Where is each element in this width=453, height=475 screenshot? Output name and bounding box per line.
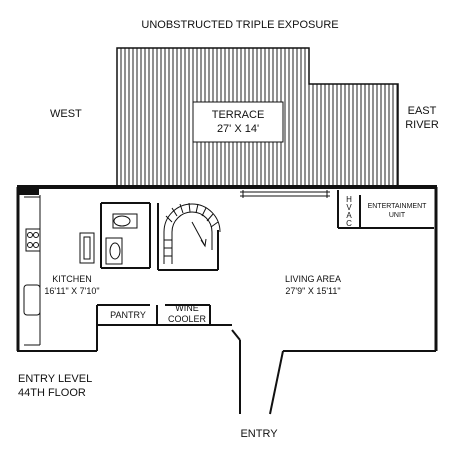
entertainment-unit: ENTERTAINMENT UNIT bbox=[368, 203, 428, 219]
interior-walls bbox=[97, 190, 434, 326]
stove-icon bbox=[25, 228, 41, 252]
hvac-v: V bbox=[346, 203, 352, 212]
hvac-c: C bbox=[346, 219, 352, 228]
hvac-a: A bbox=[346, 211, 352, 220]
entertainment-line1: ENTERTAINMENT bbox=[368, 203, 428, 210]
terrace-dims: 27' X 14' bbox=[217, 123, 259, 135]
living-area-dims: 27'9" X 15'11" bbox=[285, 286, 340, 296]
entry-label: ENTRY bbox=[240, 428, 278, 440]
west-label: WEST bbox=[50, 108, 82, 120]
terrace: TERRACE 27' X 14' bbox=[116, 47, 399, 187]
level-line1: ENTRY LEVEL bbox=[18, 373, 92, 385]
kitchen-counter bbox=[23, 195, 95, 346]
terrace-doors bbox=[240, 190, 330, 198]
east-label: EAST bbox=[408, 105, 437, 117]
river-label: RIVER bbox=[405, 119, 439, 131]
sink-icon bbox=[105, 237, 123, 265]
toilet-icon bbox=[112, 213, 138, 229]
living-area-name: LIVING AREA bbox=[285, 274, 341, 284]
entertainment-line2: UNIT bbox=[389, 212, 406, 219]
exterior-walls bbox=[16, 185, 438, 415]
pantry-label: PANTRY bbox=[110, 310, 146, 320]
kitchen-name: KITCHEN bbox=[52, 274, 92, 284]
cooler-label: COOLER bbox=[168, 314, 207, 324]
terrace-label-box bbox=[192, 101, 284, 143]
kitchen-dims: 16'11" X 7'10" bbox=[44, 286, 99, 296]
level-line2: 44TH FLOOR bbox=[18, 387, 86, 399]
hvac-unit: H V A C bbox=[346, 195, 352, 228]
exposure-heading: UNOBSTRUCTED TRIPLE EXPOSURE bbox=[141, 19, 338, 31]
spiral-stair-icon bbox=[163, 202, 221, 264]
hvac-h: H bbox=[346, 195, 352, 204]
wine-label: WINE bbox=[175, 303, 199, 313]
terrace-name: TERRACE bbox=[212, 109, 265, 121]
